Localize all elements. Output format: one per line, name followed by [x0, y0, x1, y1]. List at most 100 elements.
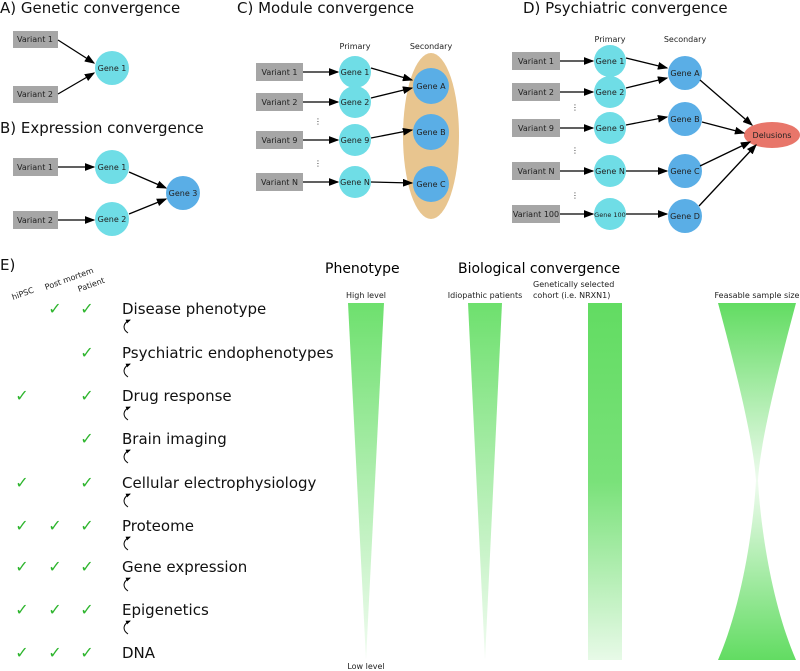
gene-node — [413, 114, 449, 150]
gene-label: Gene B — [416, 128, 445, 137]
ellipsis: ⋮ — [571, 146, 579, 155]
panel-d-title: D) Psychiatric convergence — [523, 0, 728, 17]
row-label: Drug response — [122, 387, 232, 405]
panel-d: D) Psychiatric convergence Primary Secon… — [512, 0, 800, 233]
ellipsis: ⋮ — [314, 117, 322, 126]
variant-box — [13, 86, 58, 103]
gene-node — [339, 166, 371, 198]
panel-b: B) Expression convergence Variant 1 Vari… — [0, 119, 204, 236]
variant-box — [512, 162, 560, 180]
row-label: Epigenetics — [122, 601, 209, 619]
panel-a: A) Genetic convergence Variant 1 Variant… — [0, 0, 180, 103]
variant-box — [512, 83, 560, 101]
secondary-label: Secondary — [664, 35, 707, 44]
phenotype-triangle — [348, 303, 384, 660]
gene-label: Gene C — [670, 167, 700, 176]
gene-node — [594, 198, 626, 230]
gene-label: Gene A — [416, 82, 446, 91]
variant-box — [13, 31, 58, 48]
idiopathic-triangle — [468, 303, 502, 660]
gene-label: Gene 2 — [98, 215, 127, 224]
gene-label: Gene 9 — [341, 136, 370, 145]
arrow — [698, 144, 757, 207]
ellipsis: ⋮ — [571, 191, 579, 200]
variant-box — [13, 211, 58, 229]
gene-node — [95, 150, 129, 184]
secondary-label: Secondary — [410, 42, 453, 51]
variant-label: Variant 9 — [261, 136, 297, 145]
outcome-node — [744, 122, 800, 148]
check-icon: ✓ — [80, 473, 93, 492]
variant-label: Variant 1 — [17, 163, 53, 172]
check-icon: ✓ — [80, 600, 93, 619]
gene-label: Gene N — [340, 178, 370, 187]
variant-box — [256, 173, 303, 191]
gene-node — [413, 68, 449, 104]
phenotype-heading: Phenotype — [325, 261, 400, 277]
gene-label: Gene 1 — [98, 163, 127, 172]
sample-size-hourglass — [718, 303, 796, 660]
variant-box — [256, 93, 303, 111]
gene-label: Gene 9 — [596, 124, 625, 133]
arrow — [625, 114, 669, 126]
outcome-label: Delusions — [753, 131, 792, 140]
arrow — [370, 178, 414, 187]
arrow — [57, 39, 96, 64]
gene-label: Gene 2 — [596, 88, 625, 97]
gene-node — [339, 56, 371, 88]
gene-node — [594, 45, 626, 77]
curved-arrow-icon — [123, 620, 131, 635]
variant-label: Variant 1 — [261, 68, 297, 77]
cohort-bar — [588, 303, 622, 660]
panel-c-title: C) Module convergence — [237, 0, 414, 17]
variant-box — [512, 119, 560, 137]
arrow — [699, 79, 753, 126]
gene-label: Gene D — [670, 212, 700, 221]
row-label: Brain imaging — [122, 430, 227, 448]
arrow — [370, 127, 414, 139]
ellipsis: ⋮ — [571, 103, 579, 112]
gene-label: Gene N — [595, 167, 625, 176]
variant-label: Variant 2 — [518, 88, 554, 97]
curved-arrow-icon — [123, 406, 131, 421]
gene-label: Gene 3 — [169, 189, 198, 198]
gene-node — [339, 124, 371, 156]
idiopathic-label: Idiopathic patients — [448, 291, 523, 300]
gene-node — [668, 154, 702, 188]
bio-convergence-heading: Biological convergence — [458, 261, 620, 277]
gene-label: Gene 100 — [594, 211, 626, 219]
check-icon: ✓ — [15, 643, 28, 662]
row-label: Disease phenotype — [122, 300, 266, 318]
primary-label: Primary — [340, 42, 371, 51]
arrow — [128, 171, 168, 189]
arrow — [57, 72, 96, 95]
curved-arrow-icon — [123, 449, 131, 464]
variant-label: Variant 2 — [17, 216, 53, 225]
check-icon: ✓ — [48, 557, 61, 576]
check-icon: ✓ — [80, 516, 93, 535]
arrow — [370, 86, 414, 99]
check-icon: ✓ — [80, 643, 93, 662]
cohort-label: Genetically selected — [533, 280, 614, 289]
row-label: Psychiatric endophenotypes — [122, 344, 334, 362]
panel-e: E) hiPSC Post mortem Patient Phenotype B… — [0, 256, 800, 671]
check-icon: ✓ — [48, 516, 61, 535]
check-icon: ✓ — [15, 516, 28, 535]
panel-e-title: E) — [0, 256, 15, 274]
check-icon: ✓ — [80, 299, 93, 318]
check-icon: ✓ — [15, 557, 28, 576]
row-label: DNA — [122, 644, 156, 662]
variant-label: Variant 9 — [518, 124, 554, 133]
arrow — [625, 76, 669, 89]
gene-node — [668, 199, 702, 233]
gene-node — [166, 176, 200, 210]
gene-label: Gene 1 — [98, 64, 127, 73]
variant-label: Variant 1 — [518, 57, 554, 66]
arrow — [128, 198, 168, 215]
variant-box — [512, 52, 560, 70]
arrow — [625, 57, 669, 70]
gene-node — [413, 166, 449, 202]
panel-c: C) Module convergence Primary Secondary … — [237, 0, 459, 219]
variant-label: Variant 1 — [17, 35, 53, 44]
